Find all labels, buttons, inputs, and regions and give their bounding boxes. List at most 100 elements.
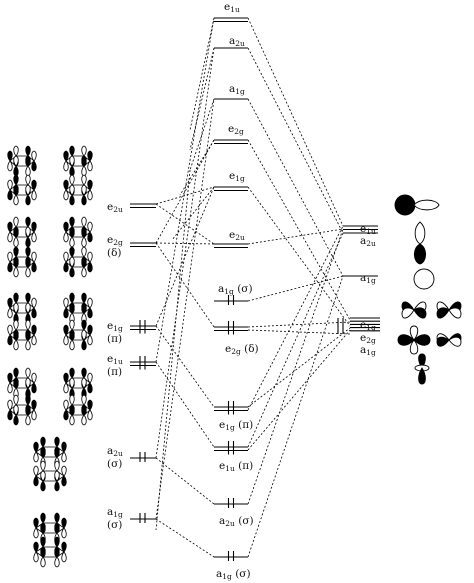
label-text: e1g (229, 170, 245, 184)
label-text: a1g (360, 344, 376, 358)
correlation-line (155, 17, 215, 363)
correlation-line (155, 186, 215, 205)
label-mid-e2g-delta: e2g (δ) (225, 344, 259, 357)
label-text: e1u (107, 353, 123, 367)
ring-sketch-e2g-c (7, 246, 37, 278)
label-text: e1u (360, 223, 376, 237)
correlation-line (155, 242, 215, 245)
correlation-line (247, 225, 344, 411)
correlation-line (155, 98, 215, 520)
label-text: a1g (229, 83, 245, 97)
label-text: a2u (360, 235, 376, 249)
label-sym: (π) (238, 419, 254, 431)
label-text: e2g (228, 123, 244, 137)
correlation-line (247, 321, 351, 328)
p-orbital-x-icon (394, 194, 440, 216)
ring-sketch-e1u-b (63, 367, 93, 399)
label-text: a1g (218, 283, 234, 297)
correlation-line (189, 98, 215, 171)
label-right-e1u: e1u (360, 224, 376, 237)
label-text: a1g (216, 568, 232, 582)
label-right-e1g: e1g (360, 320, 376, 333)
label-sym: (π) (238, 460, 254, 472)
correlation-line (247, 228, 344, 245)
correlation-line (247, 139, 351, 321)
label-sym: (σ) (235, 568, 251, 580)
correlation-line (189, 47, 215, 151)
label-text: e1u (219, 460, 235, 474)
correlation-line (171, 186, 215, 241)
ring-sketch-e1u-a (7, 367, 37, 399)
label-right-a2u: a2u (360, 236, 376, 249)
label-sym: (π) (107, 333, 123, 345)
correlation-line (155, 203, 215, 245)
label-sym: (σ) (107, 519, 123, 531)
ring-orbital-sketches (7, 145, 93, 568)
correlation-line (155, 47, 215, 459)
ring-sketch-e1g-c (7, 319, 37, 351)
label-text: e1u (224, 1, 240, 15)
ring-sketch-e1u-c (7, 394, 37, 426)
label-left-e2u: e2u (107, 202, 123, 215)
ring-sketch-e1g-a (7, 292, 37, 324)
label-text: a2u (229, 35, 245, 49)
label-sym: (δ) (244, 343, 259, 355)
label-mid-e1g-pi: e1g (π) (219, 420, 253, 433)
correlation-line (247, 47, 344, 234)
label-left-a1g: a1g (σ) (107, 507, 123, 531)
label-text: e2g (360, 332, 376, 346)
ring-sketch-a2u-a (33, 436, 67, 468)
d-orbital-yz-icon (436, 301, 462, 319)
label-text: a2u (219, 515, 235, 529)
correlation-line (247, 232, 344, 448)
label-text: e2u (229, 229, 245, 243)
label-text: e1g (107, 320, 123, 334)
ring-sketch-e2u-b (63, 145, 93, 177)
ring-sketch-e2g-b (63, 216, 93, 248)
correlation-line (247, 327, 351, 408)
label-mid-e1g-top: e1g (229, 171, 245, 184)
label-right-a1g-bottom: a1g (360, 345, 376, 358)
label-mid-a2u-top: a2u (229, 36, 245, 49)
label-mid-e2g-top: e2g (228, 124, 244, 137)
ring-sketch-e1u-d (63, 394, 93, 426)
label-text: e1g (219, 419, 235, 433)
correlation-line (155, 518, 215, 558)
correlation-line (247, 275, 344, 558)
label-sym: (σ) (237, 283, 253, 295)
correlation-line (155, 325, 215, 408)
label-right-e2g: e2g (360, 333, 376, 346)
label-text: e2u (107, 201, 123, 215)
d-orbital-xz-icon (401, 301, 427, 319)
correlation-line (247, 186, 351, 327)
correlation-line (247, 329, 351, 335)
label-text: a1g (360, 272, 376, 286)
correlation-lines (155, 17, 351, 558)
correlation-line (247, 329, 351, 451)
d-orbital-xy-icon (436, 333, 462, 347)
label-left-e2g: e2g (δ) (107, 235, 123, 259)
label-sym: (δ) (107, 247, 122, 259)
correlation-line (155, 242, 215, 328)
ring-sketch-e1g-d (63, 319, 93, 351)
correlation-line (155, 457, 215, 505)
s-orbital-icon (413, 268, 435, 290)
correlation-line (189, 17, 215, 131)
ring-sketch-e2u-d (63, 174, 93, 206)
ring-sketch-e2u-a (7, 145, 37, 177)
label-mid-e2u-top: e2u (229, 230, 245, 243)
label-text: e2g (107, 234, 123, 248)
label-mid-a1g-top: a1g (229, 84, 245, 97)
correlation-line (247, 98, 344, 277)
label-sym: (σ) (107, 458, 123, 470)
right-orbital-icons (394, 194, 462, 385)
ring-sketch-e2u-c (7, 174, 37, 206)
energy-levels (130, 17, 380, 561)
correlation-line (155, 361, 215, 448)
label-text: e2g (225, 343, 241, 357)
correlation-line (155, 186, 215, 327)
p-orbital-z-icon (413, 221, 427, 265)
ring-sketch-a1g-b (33, 536, 67, 568)
ring-sketch-a2u-b (33, 460, 67, 492)
